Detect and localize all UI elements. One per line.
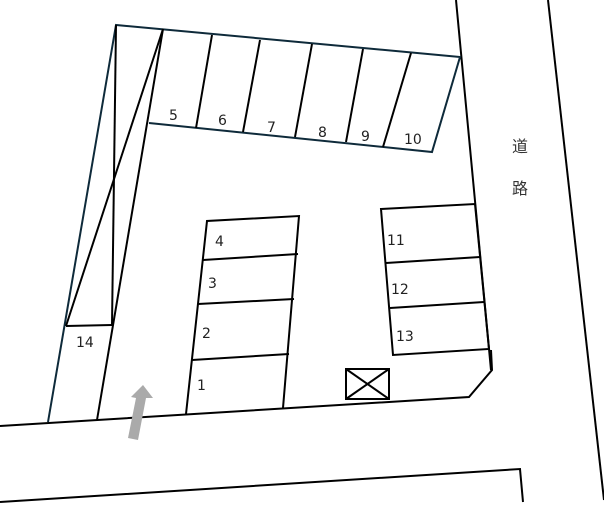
space-label-4: 4 [215,234,224,250]
bottom-road [0,349,524,503]
divider-3-4 [202,253,299,261]
space-label-11: 11 [387,233,405,249]
road-edges [455,0,604,501]
outer-boundary [47,23,462,423]
space-label-12: 12 [391,282,409,298]
divider-8-9 [345,48,364,143]
left-section [65,24,164,421]
lot-boundary [47,23,462,423]
road-label-char-2: 路 [512,179,528,198]
space-label-3: 3 [208,276,217,292]
divider-11-12 [385,256,481,264]
space-label-14: 14 [76,335,94,351]
road-label-char-1: 道 [512,137,528,156]
space-label-13: 13 [396,329,414,345]
middle-block [185,214,301,415]
space-label-6: 6 [218,113,227,129]
right-block-outline [379,202,491,357]
divider-9-10 [382,52,412,148]
space-labels: 1 2 3 4 5 6 7 8 9 10 11 12 13 14 [76,108,422,394]
divider-5-6 [195,34,213,129]
divider-6-7 [242,39,261,133]
entrance-arrow-icon [128,385,153,440]
aisle-left-edge [96,28,164,421]
slope-line [65,28,164,327]
space-label-2: 2 [202,326,211,342]
divider-7-8 [294,43,313,138]
divider-1-2 [191,353,290,361]
space-label-8: 8 [318,125,327,141]
right-block [379,202,491,357]
space-label-5: 5 [169,108,178,124]
road-bottom-edge [0,467,524,503]
divider-12-13 [389,301,485,309]
middle-block-outline [185,214,301,415]
space-label-9: 9 [361,129,370,145]
divider-2-3 [197,298,295,305]
space-14-top [65,324,113,327]
space-label-10: 10 [404,132,422,148]
space-label-7: 7 [267,120,276,136]
divider-vertical [111,24,117,326]
space-label-1: 1 [197,378,206,394]
road-right-edge [547,0,604,501]
road-label: 道 路 [512,137,528,198]
top-row-spaces [195,34,412,148]
x-box-icon [345,368,390,400]
lot-bottom-edge [0,349,494,427]
